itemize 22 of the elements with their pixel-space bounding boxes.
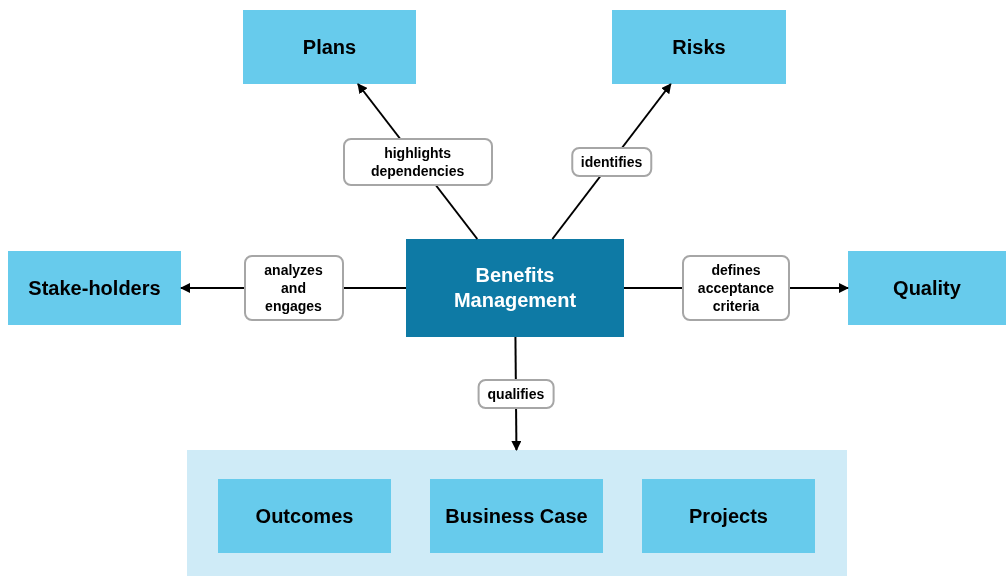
topic-box — [848, 251, 1006, 325]
node-label: Plans — [301, 34, 358, 60]
node-label: Outcomes — [254, 503, 355, 529]
topic-box — [218, 479, 391, 553]
topic-box — [430, 479, 603, 553]
central-box — [406, 239, 624, 337]
node-label: Quality — [892, 275, 962, 301]
node-label: Business Case — [444, 503, 589, 529]
edge-label: identifies — [570, 146, 653, 177]
node-label: Benefits Management — [452, 263, 578, 313]
node-label: Projects — [688, 503, 769, 529]
edge-label: analyzes and engages — [243, 255, 344, 321]
group-panel — [187, 450, 847, 576]
topic-box — [642, 479, 815, 553]
topic-box — [243, 10, 416, 84]
edge-label: highlights dependencies — [342, 137, 493, 186]
edge-label: defines acceptance criteria — [682, 255, 790, 321]
edge-label: qualifies — [477, 378, 555, 409]
topic-box — [612, 10, 786, 84]
node-label: Stake-holders — [27, 275, 162, 301]
topic-box — [8, 251, 181, 325]
node-label: Risks — [671, 34, 727, 60]
